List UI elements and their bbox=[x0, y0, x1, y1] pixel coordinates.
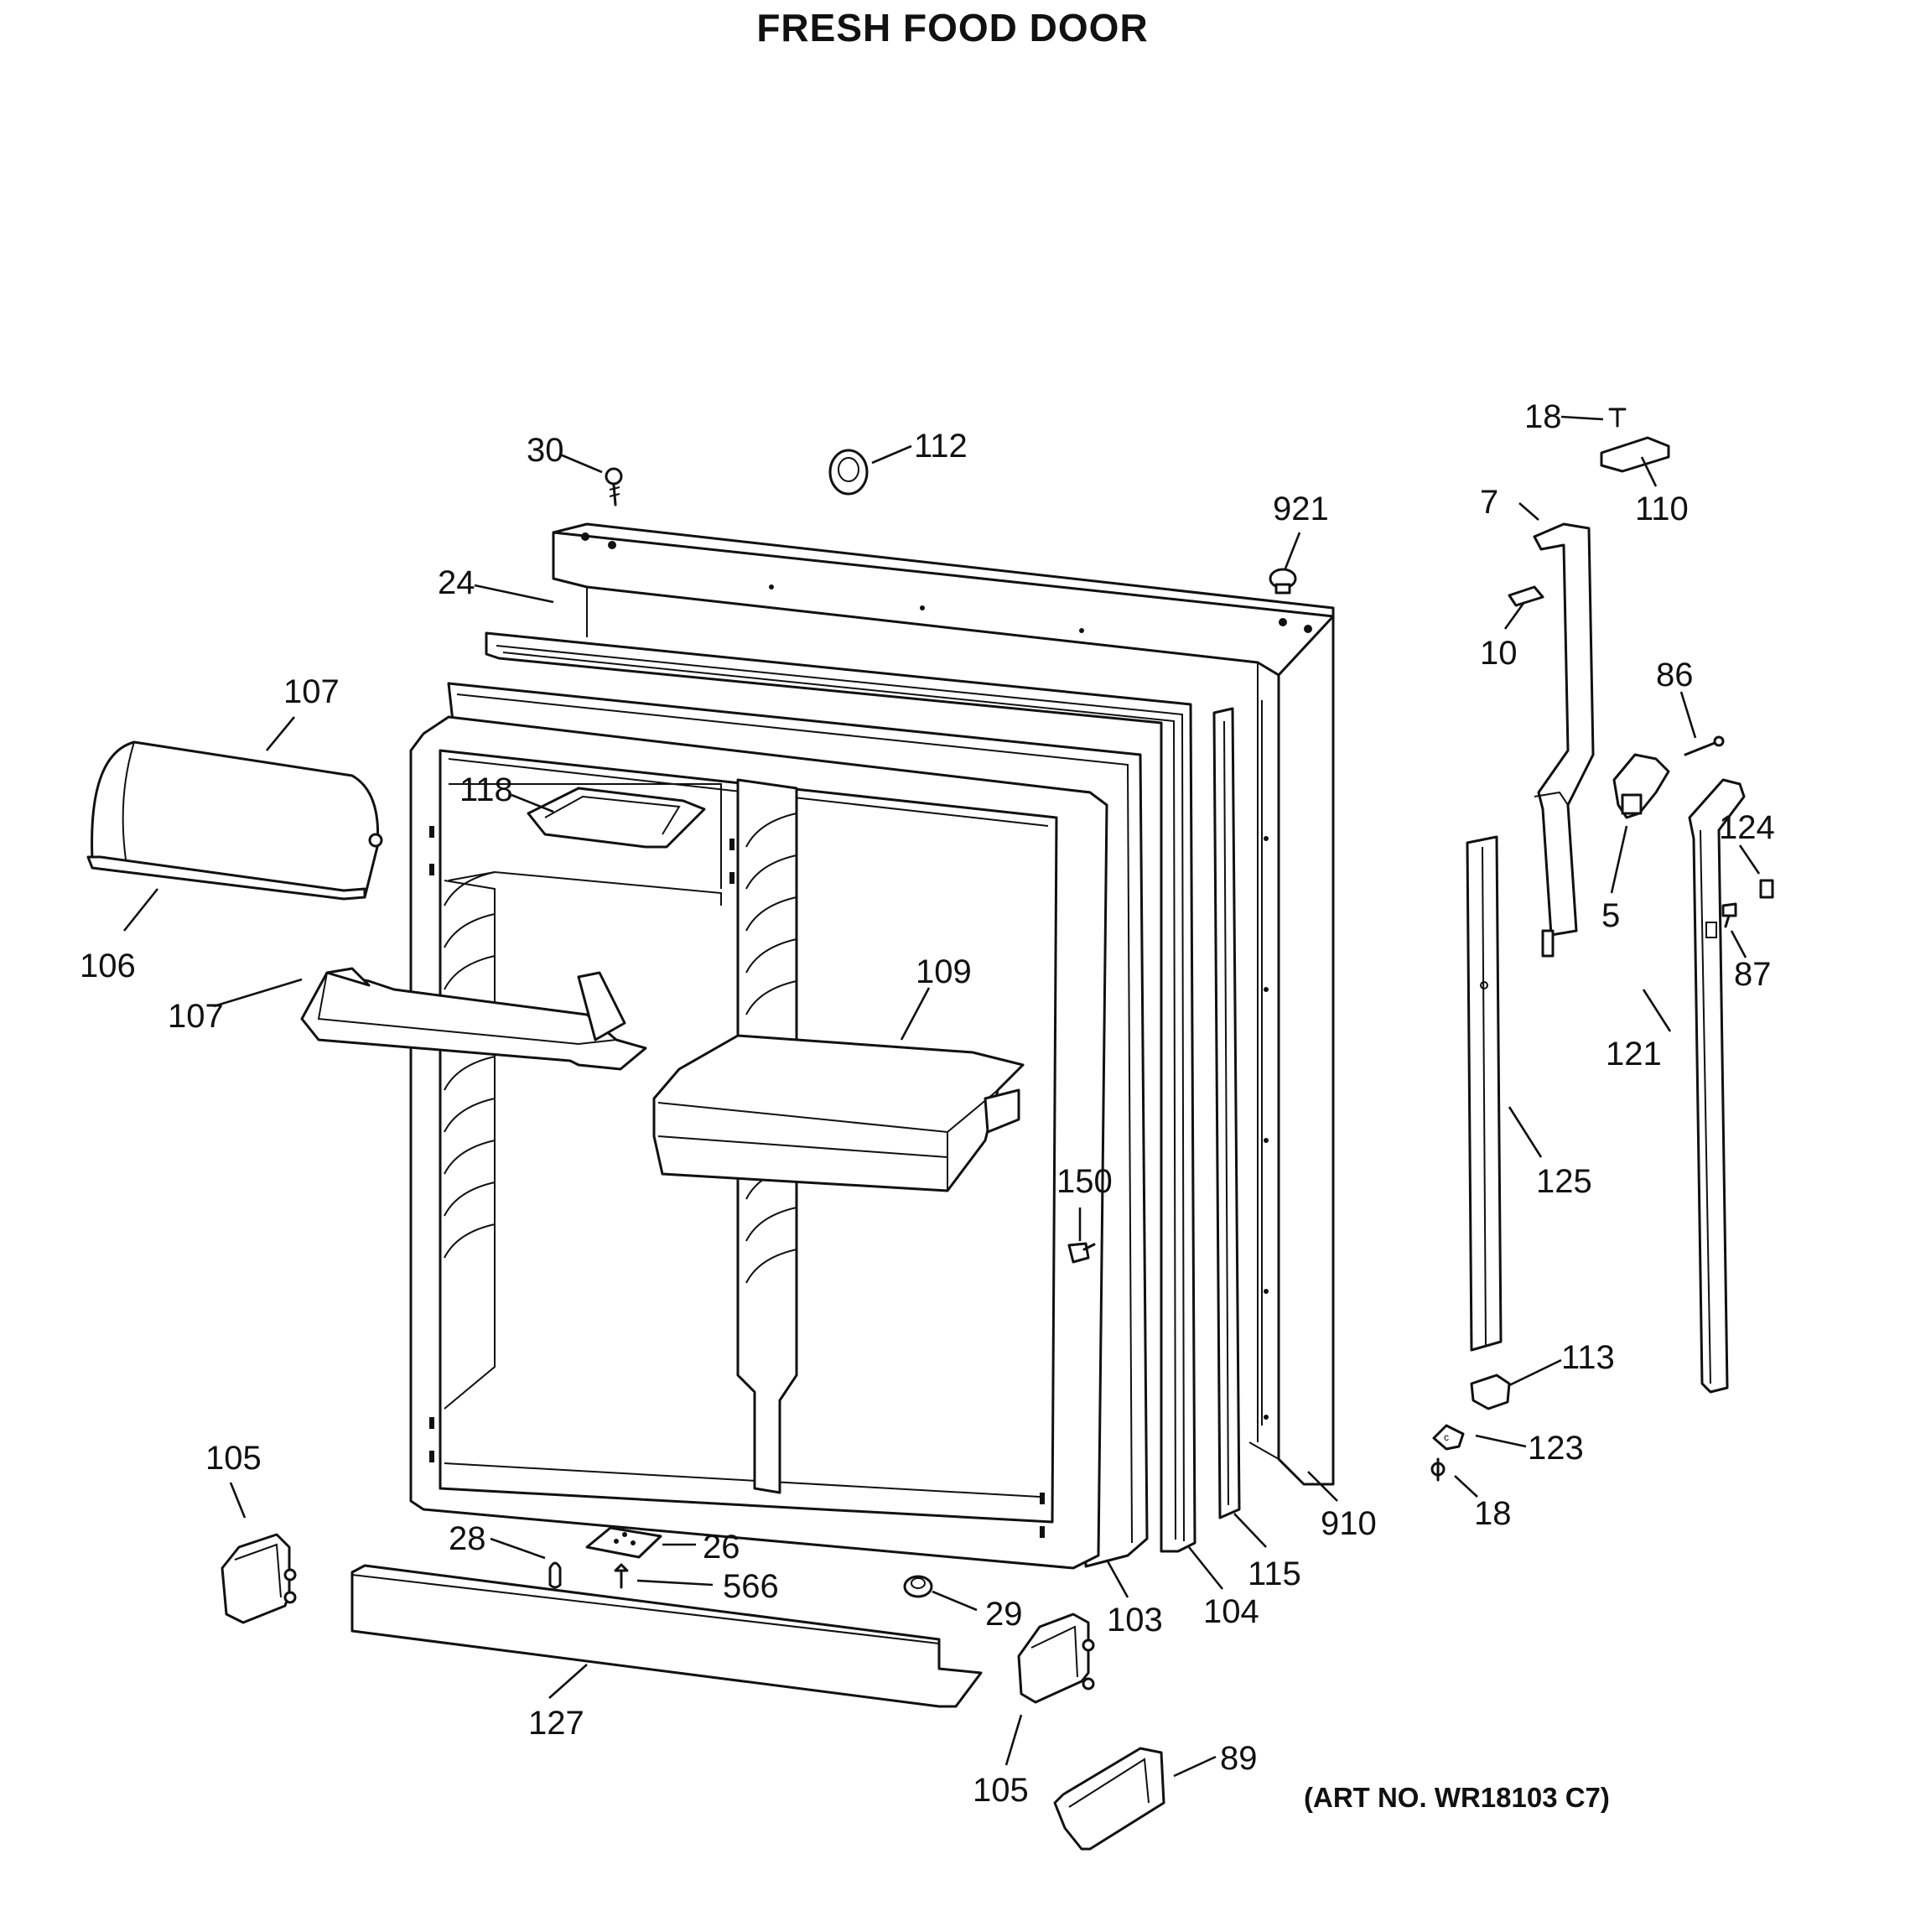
callout-127: 127 bbox=[528, 1705, 584, 1742]
callout-10: 10 bbox=[1480, 635, 1518, 672]
callout-labels: 30 112 921 24 107 106 107 118 109 150 10… bbox=[80, 398, 1775, 1809]
callout-29: 29 bbox=[985, 1596, 1023, 1633]
callout-110: 110 bbox=[1635, 491, 1689, 527]
screw-150 bbox=[1067, 1242, 1096, 1264]
handle-121 bbox=[1688, 778, 1746, 1394]
callout-566: 566 bbox=[723, 1568, 779, 1605]
plug-921 bbox=[1269, 568, 1297, 595]
callout-89: 89 bbox=[1220, 1740, 1258, 1777]
screw-18-bottom bbox=[1430, 1457, 1446, 1482]
callout-124: 124 bbox=[1719, 809, 1775, 846]
small-shelf-118 bbox=[527, 787, 706, 849]
diagram-title: FRESH FOOD DOOR bbox=[756, 6, 1149, 49]
callout-121: 121 bbox=[1606, 1036, 1662, 1072]
callout-123: 123 bbox=[1528, 1430, 1584, 1467]
kickplate-127 bbox=[350, 1564, 983, 1708]
door-trim-115 bbox=[1212, 707, 1241, 1519]
callout-30: 30 bbox=[527, 432, 564, 469]
callout-113: 113 bbox=[1561, 1339, 1615, 1376]
callout-105-right: 105 bbox=[973, 1772, 1029, 1809]
hinge-7 bbox=[1533, 522, 1595, 958]
callout-125: 125 bbox=[1536, 1163, 1592, 1200]
callout-115: 115 bbox=[1248, 1555, 1301, 1592]
dairy-door-bar bbox=[86, 855, 366, 901]
callout-103: 103 bbox=[1107, 1602, 1163, 1639]
callout-109: 109 bbox=[916, 953, 972, 990]
hinge-cover-105-right bbox=[1017, 1613, 1095, 1704]
callout-86: 86 bbox=[1656, 657, 1694, 693]
pin-28 bbox=[548, 1561, 562, 1589]
plug-29 bbox=[903, 1575, 933, 1598]
callout-107-bin: 107 bbox=[168, 998, 224, 1035]
callout-87: 87 bbox=[1734, 956, 1772, 993]
callout-107-top: 107 bbox=[283, 673, 340, 710]
door-bin-109 bbox=[652, 1034, 1025, 1192]
end-cap-113 bbox=[1470, 1374, 1511, 1410]
hinge-cover-105-left bbox=[221, 1533, 297, 1624]
screw-30 bbox=[605, 467, 623, 506]
callout-26: 26 bbox=[703, 1529, 740, 1566]
callout-5: 5 bbox=[1601, 897, 1620, 934]
callout-7: 7 bbox=[1480, 484, 1498, 521]
clip-123: c bbox=[1432, 1424, 1465, 1451]
callout-24: 24 bbox=[438, 564, 475, 601]
left-shelf-rails bbox=[444, 871, 496, 1410]
leader-lines bbox=[122, 415, 1761, 1778]
callout-910: 910 bbox=[1321, 1505, 1377, 1542]
dairy-bin bbox=[300, 967, 647, 1071]
shim-10 bbox=[1508, 585, 1544, 607]
hinge-cover-89 bbox=[1053, 1747, 1165, 1851]
outer-door-panel bbox=[552, 522, 1335, 1486]
callout-150: 150 bbox=[1056, 1163, 1113, 1200]
handle-mount-125 bbox=[1466, 835, 1503, 1352]
callout-921: 921 bbox=[1273, 491, 1329, 527]
plug-112 bbox=[828, 449, 869, 496]
callout-112: 112 bbox=[914, 428, 968, 465]
callout-104: 104 bbox=[1203, 1593, 1259, 1630]
callout-28: 28 bbox=[449, 1520, 486, 1557]
screw-87 bbox=[1721, 902, 1737, 928]
svg-text:c: c bbox=[1444, 1431, 1449, 1443]
plate-26 bbox=[585, 1526, 662, 1559]
gasket-104 bbox=[485, 631, 1196, 1553]
callout-106: 106 bbox=[80, 948, 136, 984]
callout-118: 118 bbox=[459, 771, 513, 808]
callout-18-top: 18 bbox=[1524, 398, 1562, 435]
dairy-door-cover bbox=[91, 740, 383, 899]
screw-566 bbox=[614, 1563, 629, 1589]
hinge-cap-110 bbox=[1600, 436, 1670, 473]
art-number: (ART NO. WR18103 C7) bbox=[1304, 1782, 1610, 1813]
callout-105-left: 105 bbox=[205, 1440, 262, 1477]
screw-86 bbox=[1684, 735, 1725, 756]
screw-18-top bbox=[1608, 408, 1627, 428]
cam-5 bbox=[1612, 753, 1670, 819]
callout-18-bottom: 18 bbox=[1474, 1495, 1512, 1532]
stop-124 bbox=[1759, 879, 1774, 899]
